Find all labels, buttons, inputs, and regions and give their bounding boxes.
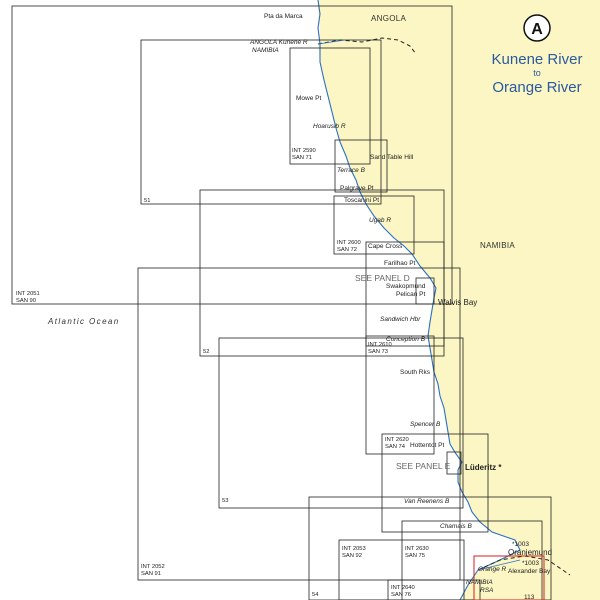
title-line-3: Orange River [492, 79, 581, 96]
place-oranjemund: Oranjemund [508, 548, 552, 557]
limit-red [473, 555, 545, 600]
kunene-river-line [317, 39, 346, 45]
place-orange-r: Orange R [478, 566, 506, 573]
label-namibia-south: NAMIBIA [466, 579, 493, 586]
code-int-2052-a: INT 2052 [141, 564, 165, 570]
code-54: 54 [312, 592, 319, 598]
limit-int-2053 [338, 539, 465, 600]
limit-int-2590 [289, 47, 371, 165]
place-sandwich-hbr: Sandwich Hbr [380, 316, 421, 323]
place-hoarusib: Hoarusib R [313, 123, 346, 130]
region-namibia: NAMIBIA [480, 241, 515, 250]
code-int-2600-b: SAN 72 [337, 247, 357, 253]
code-int-2590-b: SAN 71 [292, 155, 312, 161]
limit-53 [218, 337, 464, 509]
orange-river-line [477, 559, 521, 571]
limit-int-2640 [387, 579, 481, 600]
place-alexander-bay: Alexander Bay [508, 568, 551, 575]
place-walvis-bay: Walvis Bay [438, 298, 477, 307]
region-angola: ANGOLA [371, 14, 407, 23]
code-int-2630-a: INT 2630 [405, 546, 429, 552]
limit-sand-table [334, 139, 388, 193]
place-spencer-b: Spencer B [410, 421, 441, 428]
label-angola-kunene: ANGOLA Kunene R [249, 39, 308, 46]
panel-letter: A [531, 21, 543, 38]
limit-int-2051 [11, 5, 453, 305]
place-conception-b: Conception B [386, 336, 426, 343]
place-farilhao-pt: Farilhao Pt [384, 260, 416, 267]
code-51: 51 [144, 198, 150, 204]
limit-int-2600 [333, 195, 415, 255]
code-int-2640-b: SAN 76 [391, 592, 411, 598]
limit-51 [140, 39, 382, 205]
limit-int-2620 [381, 433, 489, 533]
place-sand-table-hill: Sand Table Hill [370, 154, 414, 161]
code-int-2620-a: INT 2620 [385, 437, 409, 443]
place-palgrave-pt: Palgrave Pt [340, 185, 374, 192]
limit-see-panel-e [446, 451, 462, 475]
code-int-2051-a: INT 2051 [16, 291, 40, 297]
see-panel-e: SEE PANEL E [396, 461, 451, 471]
limit-see-panel-d [415, 277, 435, 305]
code-53: 53 [222, 498, 228, 504]
title-line-1: Kunene River [492, 51, 583, 68]
place-swakopmund: Swakopmund [386, 283, 426, 290]
limit-int-2052 [137, 267, 461, 581]
place-luderitz: Lüderitz * [465, 463, 502, 472]
chart-limits [11, 5, 552, 600]
title-line-2: to [533, 68, 541, 78]
place-cape-cross: Cape Cross [368, 243, 403, 250]
code-int-2630-b: SAN 75 [405, 553, 425, 559]
place-chamais-b: Chamais B [440, 523, 472, 530]
code-int-2600-a: INT 2600 [337, 240, 361, 246]
place-mowe-pt: Mowe Pt [296, 95, 321, 102]
limit-cape-cross [365, 241, 445, 347]
code-int-2053-a: INT 2053 [342, 546, 366, 552]
place-ugab-r: Ugab R [369, 217, 391, 224]
limit-int-2630 [401, 520, 543, 600]
place-hottentot-pt: Hottentot Pt [410, 442, 445, 449]
code-int-2620-b: SAN 74 [385, 444, 406, 450]
panel-badge [523, 14, 551, 42]
light-1003-upper: *1003 [512, 541, 529, 548]
coastline [317, 0, 521, 600]
ocean-label: Atlantic Ocean [47, 317, 120, 326]
light-1003-lower: *1003 [522, 560, 539, 567]
limit-int-2610 [365, 335, 435, 455]
code-int-2610-b: SAN 73 [368, 349, 388, 355]
code-int-2590-a: INT 2590 [292, 148, 316, 154]
label-113: 113 [524, 594, 535, 600]
land-area [318, 0, 600, 600]
place-pelican-pt: Pelican Pt [396, 291, 425, 298]
label-rsa: RSA [480, 587, 493, 594]
place-pta-da-marca: Pta da Marca [264, 13, 303, 20]
code-52: 52 [203, 349, 209, 355]
place-terrace-b: Terrace B [337, 167, 366, 174]
place-south-rks: South Rks [400, 369, 431, 376]
code-int-2640-a: INT 2640 [391, 585, 415, 591]
place-toscanini-pt: Toscanini Pt [344, 197, 379, 204]
label-namibia-border: NAMIBIA [252, 47, 279, 54]
code-int-2051-b: SAN 90 [16, 298, 36, 304]
code-int-2610-a: INT 2610 [368, 342, 392, 348]
limit-54 [308, 496, 552, 600]
place-van-reenens-b: Van Reenens B [404, 498, 450, 505]
see-panel-d: SEE PANEL D [355, 273, 410, 283]
code-int-2052-b: SAN 91 [141, 571, 161, 577]
code-int-2053-b: SAN 92 [342, 553, 362, 559]
